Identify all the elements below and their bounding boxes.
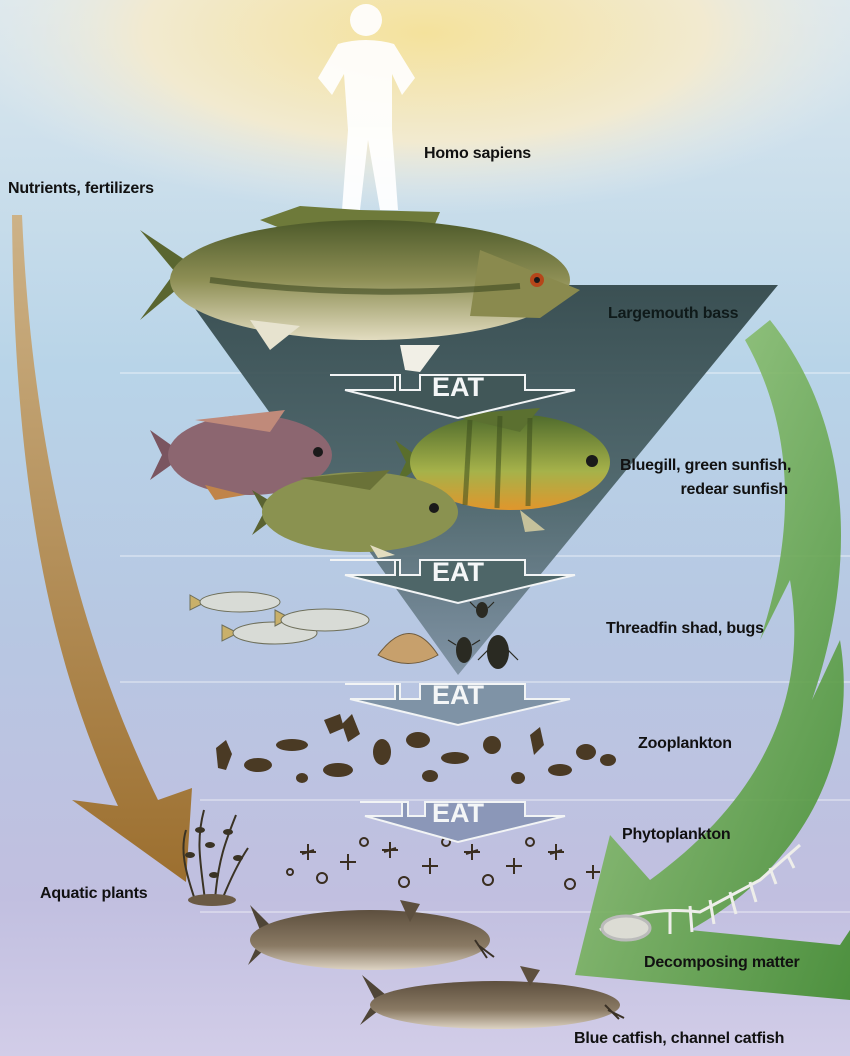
label-bluegill: Bluegill, green sunfish, redear sunfish bbox=[620, 454, 788, 502]
eat-label: EAT bbox=[432, 557, 485, 587]
label-bluegill-line1: Bluegill, green sunfish, bbox=[620, 457, 791, 474]
label-catfish: Blue catfish, channel catfish bbox=[574, 1030, 784, 1048]
eat-label: EAT bbox=[432, 680, 485, 710]
label-decomposing: Decomposing matter bbox=[644, 954, 800, 972]
label-threadfin: Threadfin shad, bugs bbox=[606, 620, 764, 638]
label-largemouth-bass: Largemouth bass bbox=[608, 305, 738, 323]
label-bluegill-line2: redear sunfish bbox=[681, 481, 788, 498]
eat-label: EAT bbox=[432, 798, 485, 828]
label-zooplankton: Zooplankton bbox=[638, 735, 732, 753]
eat-label: EAT bbox=[432, 372, 485, 402]
label-homo-sapiens: Homo sapiens bbox=[424, 145, 531, 163]
label-phytoplankton: Phytoplankton bbox=[622, 826, 731, 844]
label-nutrients: Nutrients, fertilizers bbox=[8, 180, 154, 198]
label-aquatic-plants: Aquatic plants bbox=[40, 885, 147, 903]
